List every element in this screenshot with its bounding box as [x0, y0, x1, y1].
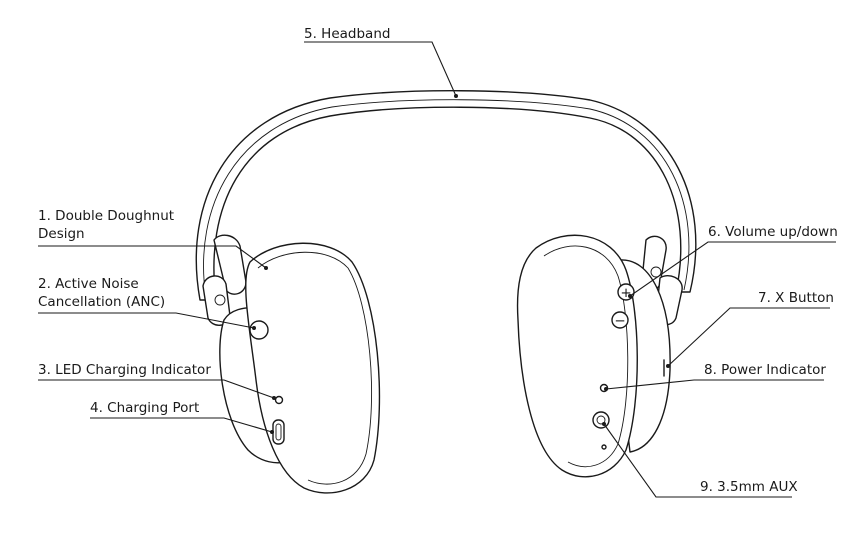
label-x-button: 7. X Button [758, 290, 834, 306]
label-anc-line2: Cancellation (ANC) [38, 294, 165, 310]
aux-port [592, 411, 610, 429]
anc-button [249, 320, 269, 340]
label-headband: 5. Headband [304, 26, 390, 42]
label-aux: 9. 3.5mm AUX [700, 479, 798, 495]
callout-anc: 2. Active Noise Cancellation (ANC) [38, 276, 256, 330]
label-volume: 6. Volume up/down [708, 224, 838, 240]
callout-power-indicator: 8. Power Indicator [604, 362, 826, 391]
callout-double-doughnut: 1. Double Doughnut Design [38, 208, 268, 270]
left-hinge [202, 234, 247, 326]
volume-up-symbol: + [620, 285, 631, 301]
label-double-doughnut-line2: Design [38, 226, 85, 242]
label-charging-port: 4. Charging Port [90, 400, 199, 416]
callout-headband: 5. Headband [304, 26, 458, 98]
label-led-charging: 3. LED Charging Indicator [38, 362, 211, 378]
led-charging-indicator [274, 395, 284, 405]
volume-down-symbol: − [614, 313, 625, 329]
label-anc-line1: 2. Active Noise [38, 276, 139, 292]
left-ear-cup [219, 242, 381, 494]
label-power-indicator: 8. Power Indicator [704, 362, 826, 378]
callout-x-button: 7. X Button [666, 290, 834, 368]
headband [195, 90, 697, 301]
callout-charging-port: 4. Charging Port [90, 400, 274, 434]
label-double-doughnut-line1: 1. Double Doughnut [38, 208, 174, 224]
right-ear-cup: + − [516, 234, 671, 478]
callout-led-charging: 3. LED Charging Indicator [38, 362, 276, 400]
callout-volume: 6. Volume up/down [628, 224, 838, 298]
callout-aux: 9. 3.5mm AUX [602, 422, 798, 498]
